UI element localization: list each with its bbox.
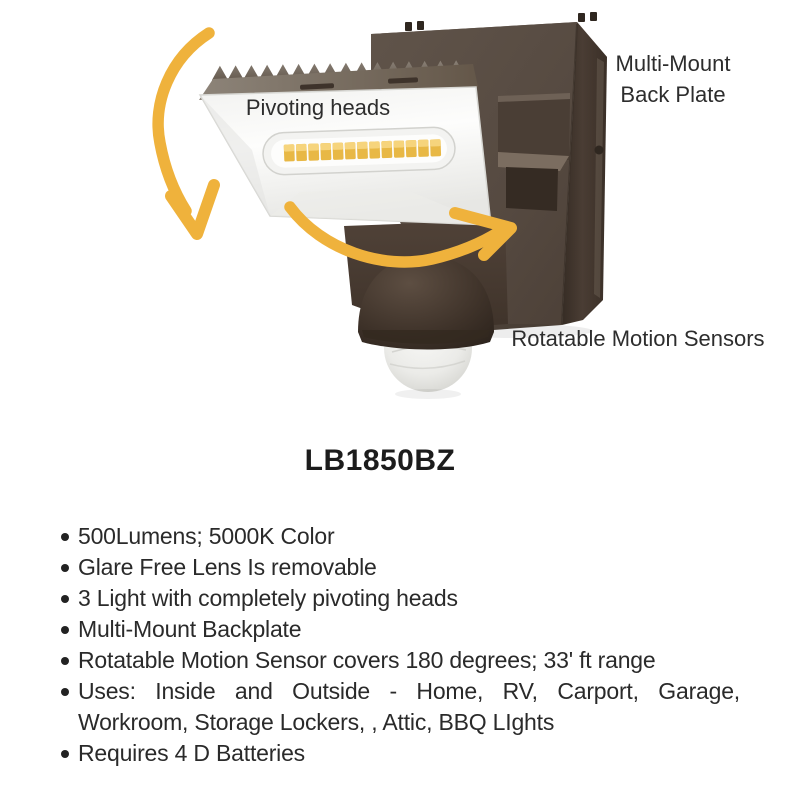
head-housing-band: [199, 64, 478, 100]
feature-item: Multi-Mount Backplate: [58, 614, 740, 645]
mount-nubs: [405, 12, 597, 31]
rotation-arrow-bottom: [284, 201, 517, 268]
sensor-dome: [358, 255, 494, 350]
feature-item: Uses: Inside and Outside - Home, RV, Car…: [58, 676, 740, 738]
label-pivoting-heads: Pivoting heads: [245, 95, 391, 120]
product-illustration: [152, 12, 607, 399]
label-multi-mount-back-plate: Multi-Mount Back Plate: [593, 48, 753, 110]
led-strip: [262, 126, 456, 176]
label-rotatable-motion-sensors: Rotatable Motion Sensors: [511, 326, 765, 351]
led-chips: [283, 139, 442, 162]
light-head: [198, 60, 492, 226]
product-model-title: LB1850BZ: [304, 444, 456, 477]
feature-item: Rotatable Motion Sensor covers 180 degre…: [58, 645, 740, 676]
feature-item: 3 Light with completely pivoting heads: [58, 583, 740, 614]
feature-item: 500Lumens; 5000K Color: [58, 521, 740, 552]
feature-item: Glare Free Lens Is removable: [58, 552, 740, 583]
product-photo: Pivoting heads Multi-Mount Back Plate Ro…: [152, 12, 765, 399]
label-multi-mount-line1: Multi-Mount: [615, 51, 731, 76]
feature-item: Requires 4 D Batteries: [58, 738, 740, 769]
backplate-recess: [498, 93, 570, 211]
label-multi-mount-line2: Back Plate: [620, 82, 726, 107]
rotation-arrow-left: [152, 27, 220, 240]
side-knockout: [594, 145, 604, 155]
motion-sensor: [358, 255, 494, 399]
